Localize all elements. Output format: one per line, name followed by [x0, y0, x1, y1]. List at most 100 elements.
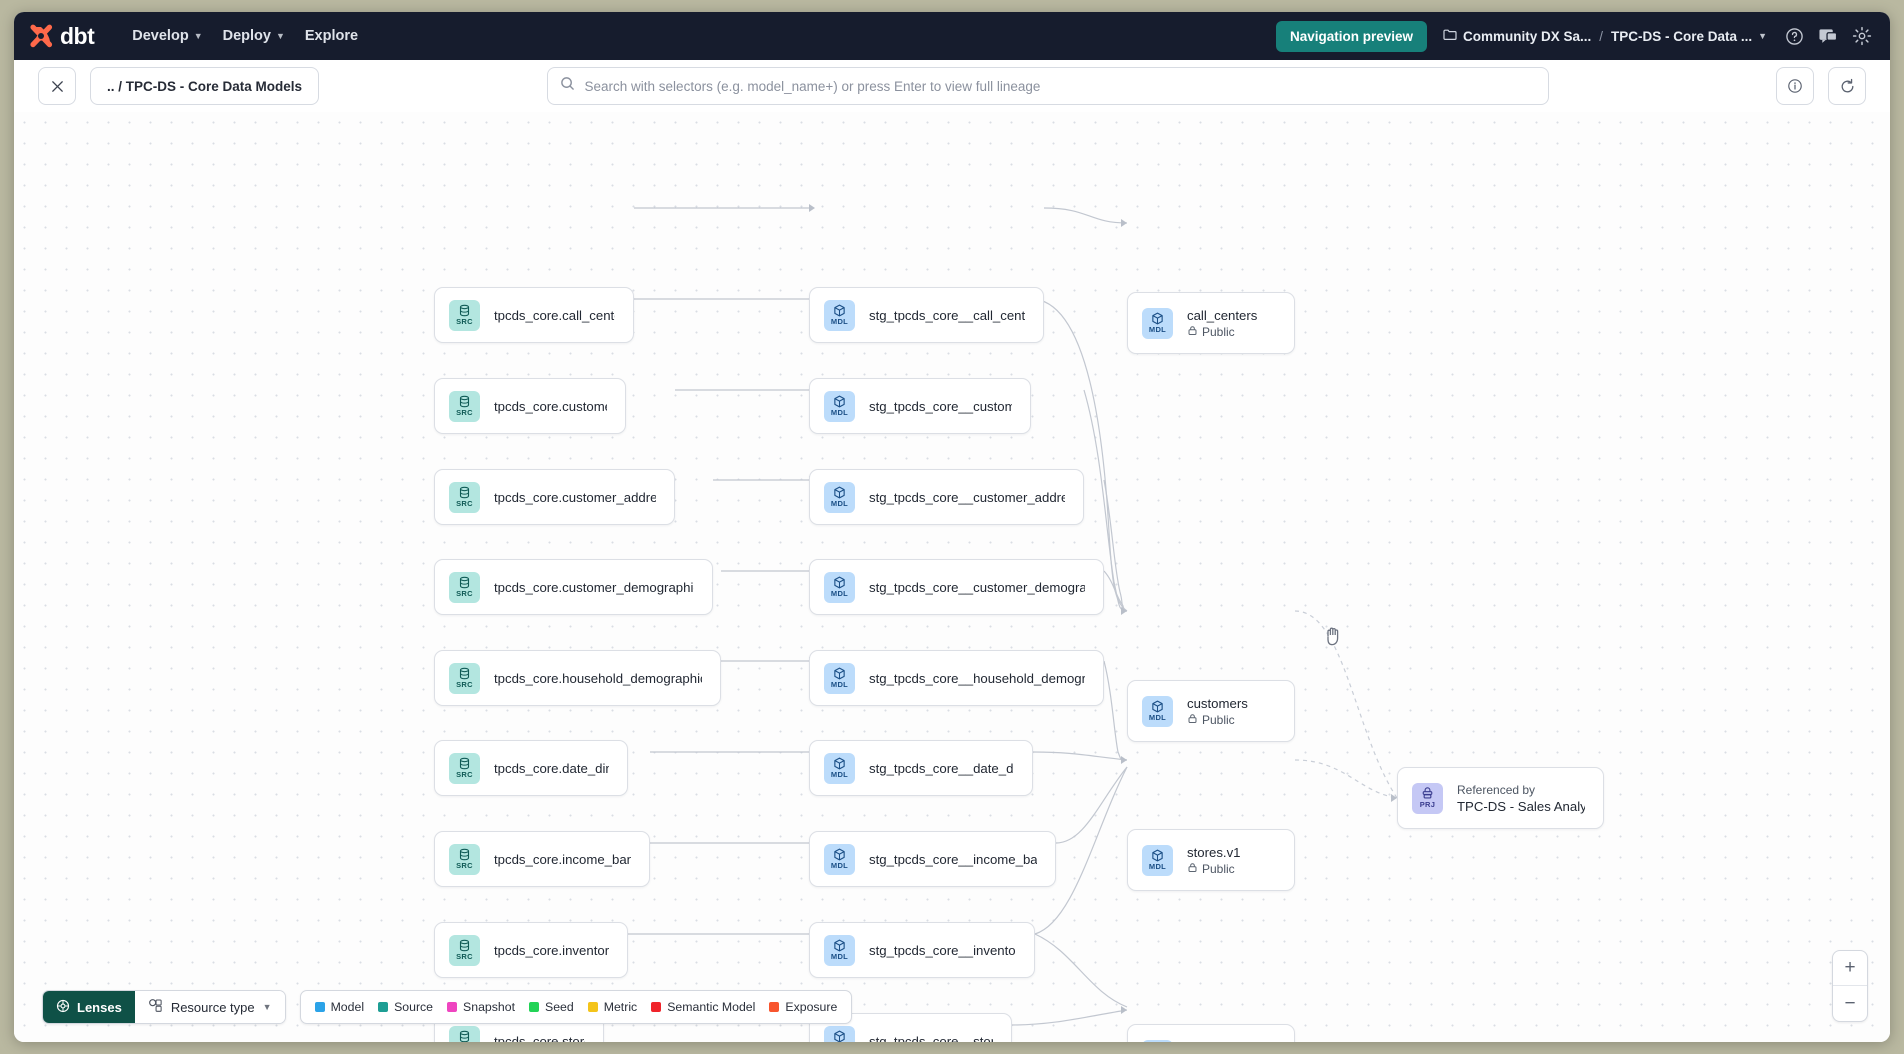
search-box[interactable]: [546, 67, 1549, 105]
gear-icon[interactable]: [1852, 26, 1872, 46]
nav-develop[interactable]: Develop ▼: [122, 22, 212, 50]
mdl-badge-icon: MDL: [824, 481, 855, 513]
lineage-breadcrumb-chip[interactable]: .. / TPC-DS - Core Data Models: [90, 67, 320, 105]
src-glyph-icon: [458, 304, 471, 317]
navigation-preview-button[interactable]: Navigation preview: [1275, 20, 1427, 52]
node-title: stg_tpcds_core__customer: [869, 398, 1012, 414]
node-title: stg_tpcds_core__customer_demogra...: [869, 579, 1085, 595]
chevron-down-icon: ▼: [262, 1002, 272, 1012]
src-badge-icon: SRC: [449, 843, 480, 875]
mdl-abbr: MDL: [1148, 325, 1167, 335]
node-title: stg_tpcds_core__inventory: [869, 942, 1016, 958]
legend-item-snapshot[interactable]: Snapshot: [447, 1000, 515, 1014]
legend-item-model[interactable]: Model: [314, 1000, 364, 1014]
node-text: tpcds_core.customer_address: [494, 490, 656, 505]
zoom-in-button[interactable]: +: [1833, 951, 1867, 986]
node-title: tpcds_core.customer_demographics: [494, 579, 694, 595]
nav-deploy[interactable]: Deploy ▼: [213, 22, 295, 50]
node-access-badge: Public: [1187, 325, 1257, 339]
src-glyph-icon: [458, 486, 471, 499]
breadcrumb-project[interactable]: TPC-DS - Core Data ... ▼: [1611, 29, 1767, 44]
node-text: tpcds_core.customer_demographics: [494, 580, 694, 595]
src-badge-icon: SRC: [449, 662, 480, 694]
lenses-control: Lenses Resource type ▼: [42, 990, 286, 1024]
mdl-glyph-icon: [833, 395, 846, 408]
src-abbr: SRC: [456, 952, 473, 962]
breadcrumb-account[interactable]: Community DX Sa...: [1443, 28, 1591, 44]
legend-item-metric[interactable]: Metric: [587, 1000, 637, 1014]
node-title: stg_tpcds_core__income_band: [869, 851, 1037, 867]
node-title: stg_tpcds_core__call_center: [869, 307, 1025, 323]
src-abbr: SRC: [456, 589, 473, 599]
src-abbr: SRC: [456, 861, 473, 871]
resource-type-dropdown[interactable]: Resource type ▼: [134, 991, 285, 1023]
lenses-button[interactable]: Lenses: [43, 991, 135, 1023]
mdl-abbr: MDL: [830, 680, 849, 690]
mdl-badge-icon: MDL: [1142, 844, 1173, 876]
src-glyph-icon: [458, 939, 471, 952]
mdl-glyph-icon: [833, 576, 846, 589]
node-text: tpcds_core.income_band: [494, 852, 631, 867]
lineage-node-source-3[interactable]: SRC tpcds_core.customer_demographics: [434, 559, 713, 615]
mdl-badge-icon: MDL: [824, 752, 855, 784]
legend-item-seed[interactable]: Seed: [529, 1000, 574, 1014]
dbt-explore-window: dbt Develop ▼ Deploy ▼ Explore Navigatio…: [14, 12, 1890, 1042]
help-circle-icon[interactable]: [1785, 27, 1804, 46]
legend-label: Exposure: [785, 1000, 838, 1014]
refresh-button[interactable]: [1828, 67, 1866, 105]
dbt-logo[interactable]: dbt: [28, 23, 95, 50]
search-input[interactable]: [584, 78, 1536, 94]
legend-item-semantic-model[interactable]: Semantic Model: [651, 1000, 755, 1014]
legend-item-exposure[interactable]: Exposure: [769, 1000, 837, 1014]
legend-item-source[interactable]: Source: [378, 1000, 433, 1014]
search-area: [333, 67, 1762, 105]
lenses-label: Lenses: [77, 999, 122, 1015]
lineage-node-source-6[interactable]: SRC tpcds_core.income_band: [434, 831, 650, 887]
nav-explore[interactable]: Explore: [295, 22, 368, 50]
zoom-out-button[interactable]: −: [1844, 992, 1856, 1014]
lineage-node-staging-2[interactable]: MDL stg_tpcds_core__customer_address: [809, 469, 1084, 525]
nav-explore-label: Explore: [304, 28, 359, 44]
feedback-icon[interactable]: [1818, 27, 1838, 46]
chevron-down-icon: ▼: [193, 31, 203, 41]
lineage-node-staging-5[interactable]: MDL stg_tpcds_core__date_dim: [809, 740, 1033, 796]
node-title: stg_tpcds_core__customer_address: [869, 489, 1065, 505]
node-text: stg_tpcds_core__customer: [869, 399, 1012, 414]
node-title: stores.v2: [1187, 1040, 1241, 1043]
node-text: tpcds_core.date_dim: [494, 761, 609, 776]
node-access-label: Public: [1202, 861, 1235, 876]
node-title: stg_tpcds_core__date_dim: [869, 760, 1014, 776]
lock-icon: [1187, 862, 1198, 876]
search-icon: [560, 76, 575, 96]
info-button[interactable]: [1776, 67, 1814, 105]
mdl-glyph-icon: [833, 304, 846, 317]
node-access-badge: Public: [1187, 713, 1248, 727]
node-text: stg_tpcds_core__customer_address: [869, 490, 1065, 505]
src-glyph-icon: [458, 667, 471, 680]
resource-type-label: Resource type: [170, 999, 255, 1015]
prj-abbr: PRJ: [1419, 800, 1436, 810]
node-title: tpcds_core.store: [494, 1033, 585, 1043]
close-button[interactable]: [38, 67, 76, 105]
mdl-badge-icon: MDL: [1142, 695, 1173, 727]
src-glyph-icon: [458, 848, 471, 861]
